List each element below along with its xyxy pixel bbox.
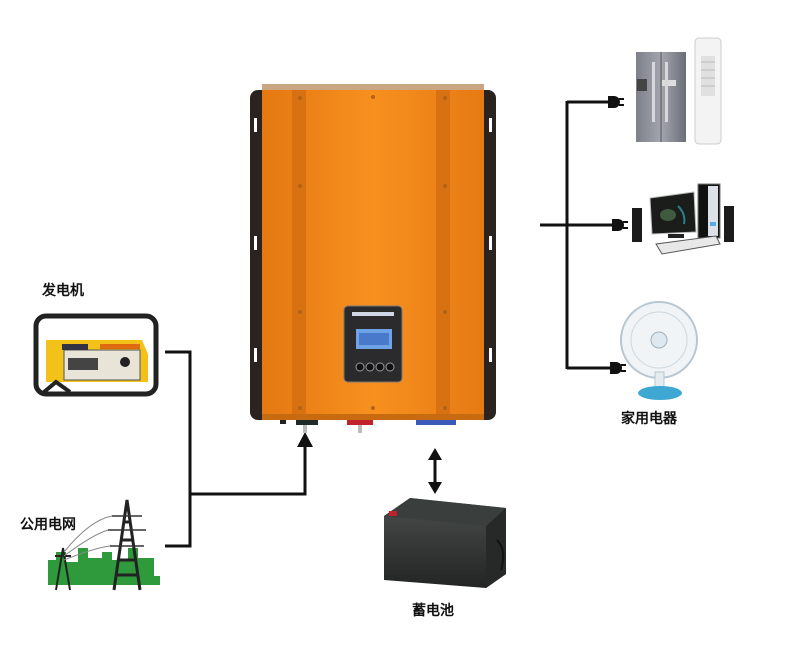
home-appliances-label: 家用电器: [621, 411, 677, 427]
generator-label: 发电机: [42, 283, 84, 299]
generator-icon: [33, 313, 159, 397]
inverter-display-panel: [343, 305, 403, 383]
battery-label: 蓄电池: [412, 603, 454, 619]
connection-lines: [165, 100, 612, 548]
plug-icon: [612, 219, 628, 231]
generator-line: [165, 350, 192, 548]
grid-to-inverter-line: [190, 445, 307, 496]
plug-icon: [608, 96, 624, 108]
battery-arrow-up: [428, 448, 442, 460]
refrigerator-icon: [636, 52, 686, 142]
battery-arrow-down: [428, 482, 442, 494]
fan-icon: [620, 301, 698, 400]
utility-grid-label: 公用电网: [20, 517, 76, 533]
plug-icon: [610, 362, 626, 374]
inverter-input-arrowhead: [297, 432, 313, 447]
utility-grid-icon: [48, 499, 160, 591]
battery-icon: [384, 498, 506, 588]
computer-icon: [632, 183, 734, 255]
inverter-unit: [250, 84, 496, 433]
air-conditioner-icon: [694, 37, 722, 145]
